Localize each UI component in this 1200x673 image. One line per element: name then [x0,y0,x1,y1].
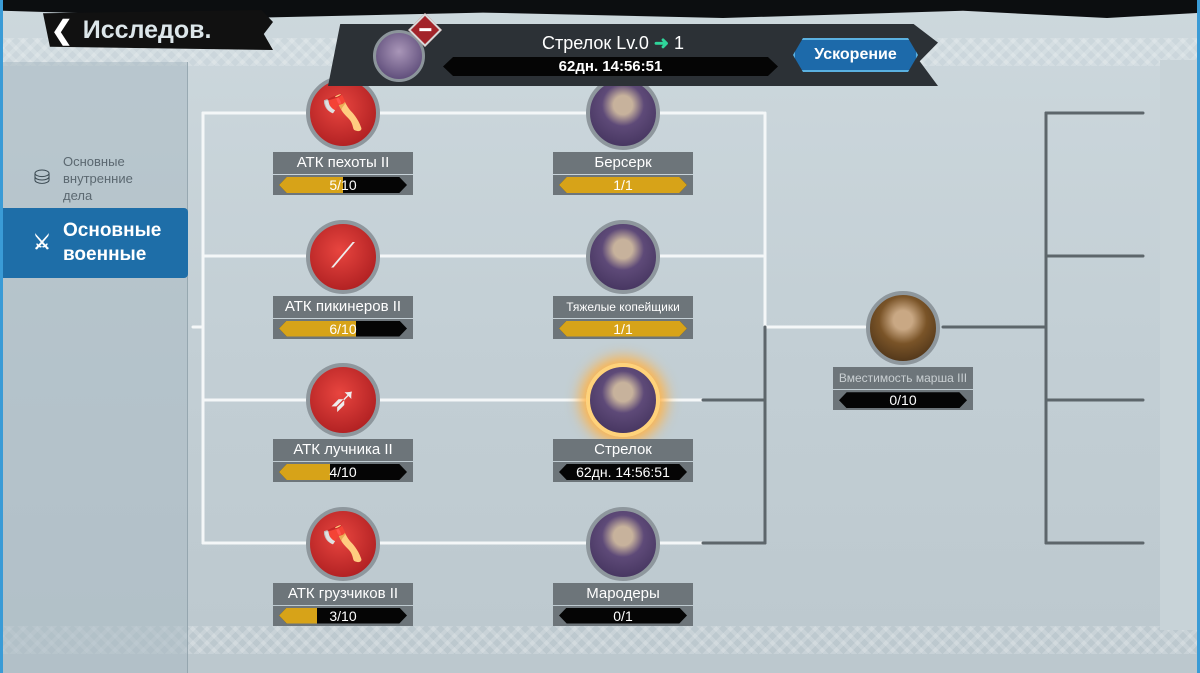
node-label: АТК пехоты II [273,152,413,174]
node-label: АТК грузчиков II [273,582,413,605]
next-level: 1 [674,33,685,53]
progress-bar: 6/10 [273,318,413,339]
marauder-portrait-icon [586,506,660,581]
tree-connectors [191,111,1145,545]
page-header: ❮ Исследов. [43,10,273,50]
progress-text: 1/1 [613,177,633,193]
berserker-portrait-icon [586,76,660,150]
bottom-ornament [3,626,1197,654]
spear-icon: ⟋ [306,219,380,294]
progress-bar: 3/10 [273,605,413,626]
progress-bar: 1/1 [553,175,693,195]
progress-bar: 1/1 [553,318,693,339]
page-title: Исследов. [82,15,212,44]
minus-icon [419,28,432,32]
research-level: Стрелок Lv.0 ➜ 1 [443,33,783,54]
progress-text: 0/10 [889,392,917,409]
node-label: АТК лучника II [273,439,413,461]
axe-icon: 🪓 [306,76,380,150]
progress-bar: 5/10 [273,175,413,195]
sword-shield-icon: ⚔ [33,232,51,254]
sidebar-item-military[interactable]: ⚔ Основные военные [3,208,188,278]
progress-fill [279,177,343,193]
archer-portrait-icon [586,363,660,437]
coins-icon: ⛁ [33,166,51,189]
research-name: Стрелок Lv.0 [541,33,649,53]
axe-icon: 🪓 [306,506,380,581]
progress-text: 5/10 [329,177,357,193]
progress-fill [559,320,687,337]
arrow-right-icon: ➜ [653,33,670,53]
node-label: Мародеры [553,582,693,605]
progress-bar: 4/10 [273,462,413,482]
march-troops-icon [866,291,940,366]
progress-bar: 0/10 [833,390,973,411]
pikeman-portrait-icon [586,219,660,294]
progress-fill [559,177,687,193]
progress-fill [279,607,318,624]
sidebar: ⛁ Основные внутренние дела ⚔ Основные во… [3,62,188,673]
node-label: АТК пикинеров II [273,295,413,318]
progress-bar: 62дн. 14:56:51 [553,462,693,482]
scroll-edge [1160,60,1197,630]
node-label: Вместимость марша III [833,367,973,390]
arrowhead-icon: ➶ [306,363,380,437]
progress-text: 62дн. 14:56:51 [576,464,670,480]
speedup-button[interactable]: Ускорение [793,38,918,72]
progress-text: 6/10 [329,320,357,337]
progress-text: 1/1 [613,320,633,337]
node-label: Берсерк [553,152,693,174]
progress-text: 0/1 [613,607,633,624]
sidebar-item-label: Основные военные [63,220,162,265]
node-label: Стрелок [553,439,693,461]
research-timer: 62дн. 14:56:51 [443,57,778,76]
progress-fill [279,464,331,480]
progress-text: 4/10 [329,464,357,480]
sidebar-item-label: Основные внутренние дела [63,153,133,203]
progress-bar: 0/1 [553,605,693,626]
progress-fill [279,320,356,337]
back-arrow-icon[interactable]: ❮ [51,14,73,45]
sidebar-item-domestic[interactable]: ⛁ Основные внутренние дела [3,148,188,208]
progress-text: 3/10 [329,607,357,624]
node-label: Тяжелые копейщики [553,295,693,318]
